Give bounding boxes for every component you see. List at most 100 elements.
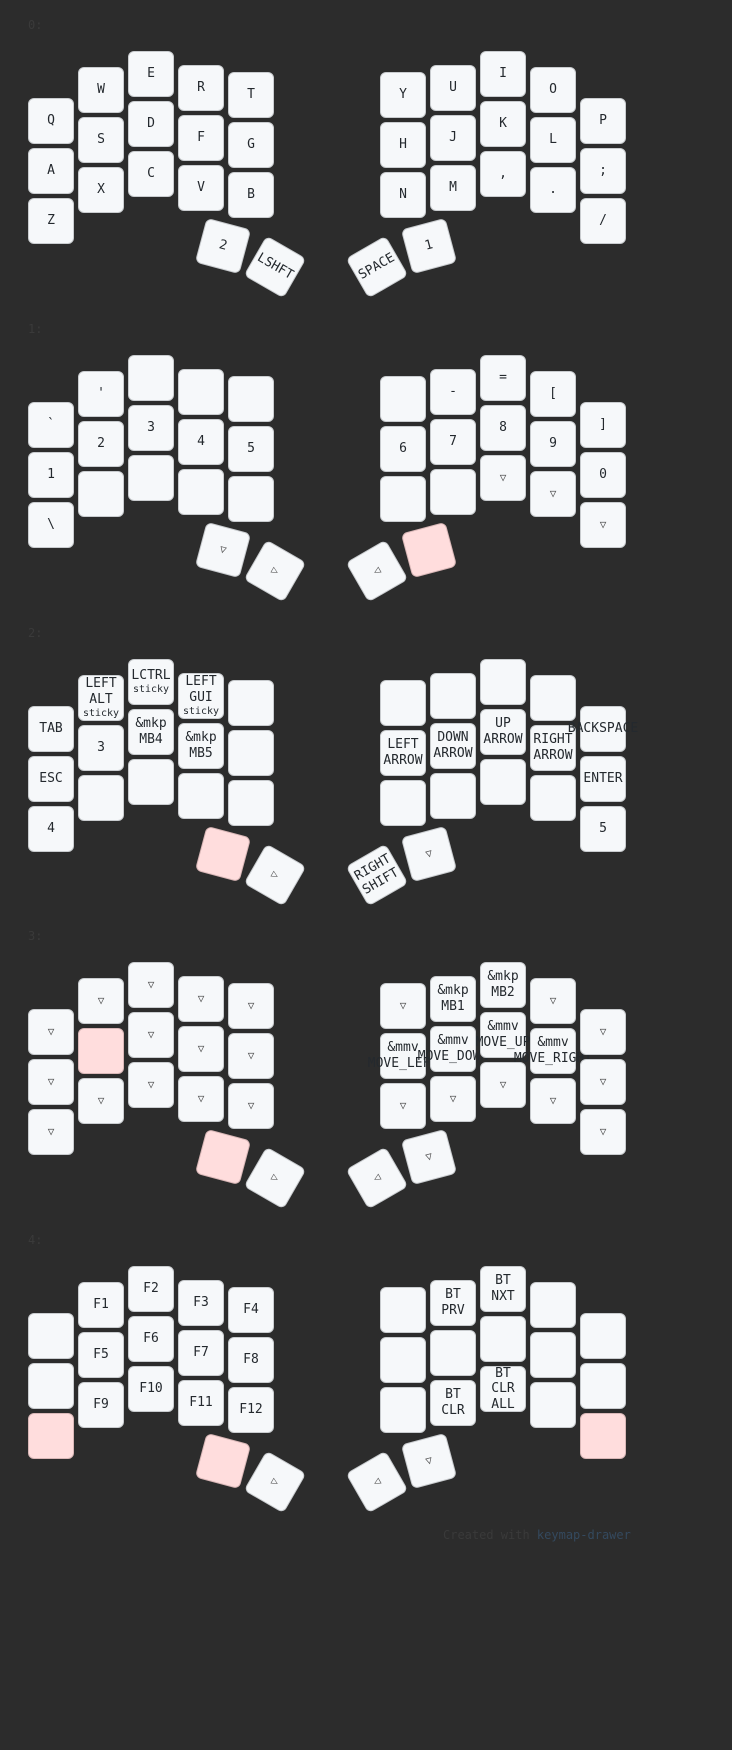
key-tap-label: ▷ — [268, 1474, 282, 1490]
key-tap-label: . — [549, 182, 557, 198]
key-20 — [530, 1282, 576, 1328]
key-24: 9 — [530, 421, 576, 467]
key-9: 1 — [28, 452, 74, 498]
key-12: ▽ — [178, 1076, 224, 1122]
key-tap-label: BACKSPACE — [567, 721, 639, 737]
key-tap-label: RIGHT SHIFT — [352, 851, 402, 898]
key-tap-label: BT PRV — [441, 1287, 465, 1318]
key-9 — [28, 1363, 74, 1409]
key-tap-label: BT NXT — [491, 1273, 515, 1304]
key-tap-label: P — [599, 113, 607, 129]
key-33 — [400, 521, 458, 579]
key-26 — [380, 780, 426, 826]
key-21: 6 — [380, 426, 426, 472]
key-1: F2 — [128, 1266, 174, 1312]
key-24: RIGHT ARROW — [530, 725, 576, 771]
key-tap-label: Z — [47, 213, 55, 229]
key-13 — [228, 476, 274, 522]
key-tap-label: I — [499, 66, 507, 82]
key-tap-label: ▽ — [549, 1094, 557, 1108]
key-hold-label: sticky — [182, 706, 220, 718]
key-0: W — [78, 67, 124, 113]
key-tap-label: ▽ — [247, 1049, 255, 1063]
key-tap-label: ▽ — [247, 1099, 255, 1113]
key-4 — [28, 1313, 74, 1359]
key-31: 5 — [580, 806, 626, 852]
key-7: &mkp MB5 — [178, 723, 224, 769]
key-tap-label: ▽ — [97, 1094, 105, 1108]
key-2: ▽ — [178, 976, 224, 1022]
key-19: I — [480, 51, 526, 97]
key-tap-label: 7 — [449, 434, 457, 450]
key-12 — [178, 469, 224, 515]
key-18 — [430, 673, 476, 719]
key-24 — [530, 1332, 576, 1378]
key-tap-label: F10 — [139, 1381, 163, 1397]
key-14 — [28, 1413, 74, 1459]
key-tap-label: ▽ — [599, 1025, 607, 1039]
key-tap-label: LEFT ALT — [85, 675, 117, 707]
key-1: ▽ — [128, 962, 174, 1008]
key-tap-label: F2 — [143, 1281, 159, 1297]
key-8 — [228, 730, 274, 776]
key-tap-label: &mmv MOVE_LEFT — [367, 1040, 439, 1071]
key-28: ▽ — [480, 455, 526, 501]
key-28: , — [480, 151, 526, 197]
key-20: ▽ — [530, 978, 576, 1024]
key-22: 7 — [430, 419, 476, 465]
key-24: L — [530, 117, 576, 163]
key-27 — [430, 773, 476, 819]
key-19: &mkp MB2 — [480, 962, 526, 1008]
key-8: F8 — [228, 1337, 274, 1383]
key-4: ▽ — [28, 1009, 74, 1055]
key-31: / — [580, 198, 626, 244]
key-23: UP ARROW — [480, 709, 526, 755]
key-tap-label: &mmv MOVE_RIGHT — [513, 1035, 593, 1066]
key-28: ▽ — [480, 1062, 526, 1108]
key-tap-label: 3 — [97, 740, 105, 756]
key-tap-label: B — [247, 187, 255, 203]
key-tap-label: BT CLR — [441, 1387, 465, 1418]
key-32: ◁ — [345, 1450, 409, 1514]
key-tap-label: ENTER — [583, 771, 623, 787]
key-24: &mmv MOVE_RIGHT — [514, 1028, 592, 1074]
key-6: D — [128, 101, 174, 147]
key-tap-label: 2 — [97, 436, 105, 452]
key-2: F3 — [178, 1280, 224, 1326]
key-32: ◁ — [345, 1146, 409, 1210]
key-7: F7 — [178, 1330, 224, 1376]
key-tap-label: LSHFT — [254, 250, 296, 284]
key-13: ▽ — [228, 1083, 274, 1129]
key-tap-label: ▽ — [424, 846, 434, 862]
key-10: X — [78, 167, 124, 213]
key-23: K — [480, 101, 526, 147]
key-25 — [580, 1313, 626, 1359]
key-tap-label: ▽ — [599, 1075, 607, 1089]
key-30: 0 — [580, 452, 626, 498]
key-tap-label: ▽ — [147, 978, 155, 992]
key-3: ▽ — [228, 983, 274, 1029]
key-22 — [430, 1330, 476, 1376]
key-5 — [78, 1028, 124, 1074]
key-4: TAB — [28, 706, 74, 752]
key-tap-label: &mkp MB1 — [437, 983, 469, 1014]
key-26: N — [380, 172, 426, 218]
key-tap-label: 5 — [247, 441, 255, 457]
key-tap-label: ▽ — [47, 1075, 55, 1089]
key-2 — [178, 369, 224, 415]
key-tap-label: F9 — [93, 1397, 109, 1413]
key-7: ▽ — [178, 1026, 224, 1072]
key-tap-label: X — [97, 182, 105, 198]
key-tap-label: U — [449, 80, 457, 96]
key-5: 3 — [78, 725, 124, 771]
key-23 — [480, 1316, 526, 1362]
key-18: &mkp MB1 — [430, 976, 476, 1022]
key-tap-label: F11 — [189, 1395, 213, 1411]
key-2: R — [178, 65, 224, 111]
key-tap-label: Y — [399, 87, 407, 103]
footer-credit: Created with keymap-drawer — [443, 1528, 631, 1542]
key-28 — [480, 759, 526, 805]
key-29: . — [530, 167, 576, 213]
